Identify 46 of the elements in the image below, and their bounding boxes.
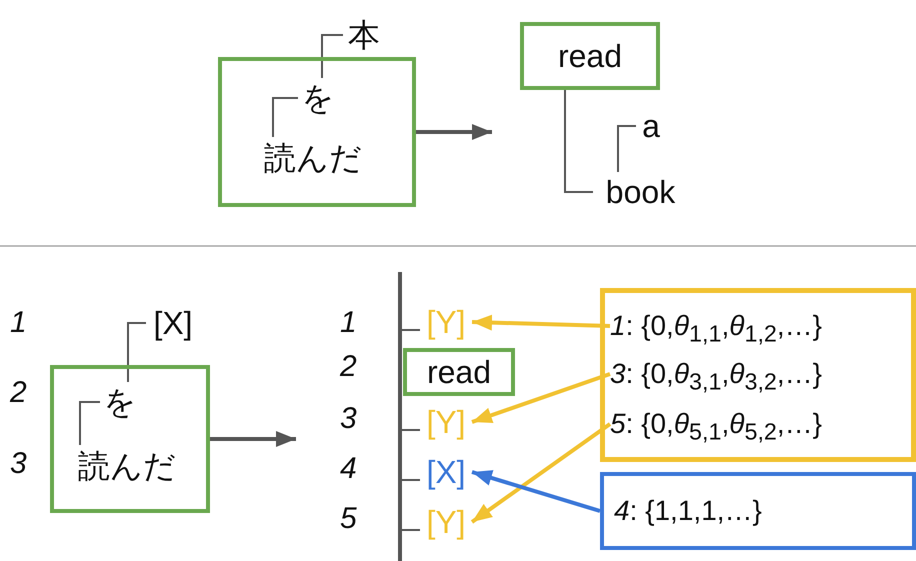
tree-spine xyxy=(398,272,402,561)
weight-list: 1: {0,θ$_{1,1}$,θ$_{1,2}$,…} xyxy=(610,304,910,348)
phrase-box xyxy=(218,57,416,207)
word: 読んだ xyxy=(66,445,188,487)
line-number: 2 xyxy=(340,350,357,384)
weight-list: 3: {0,θ$_{3,1}$,θ$_{3,2}$,…} xyxy=(610,352,910,396)
tree-line xyxy=(127,322,146,382)
phrase-box xyxy=(50,365,210,513)
line-number: 3 xyxy=(10,447,27,481)
arrow xyxy=(416,124,492,140)
line-number: 1 xyxy=(10,306,27,340)
arrow xyxy=(471,470,601,513)
word: を xyxy=(100,382,140,422)
slot: [Y] xyxy=(420,302,472,342)
tree-line xyxy=(272,97,298,137)
word: 読んだ xyxy=(252,137,374,179)
line-number: 5 xyxy=(340,502,357,536)
tree-line xyxy=(402,429,420,431)
word: [X] xyxy=(146,303,200,343)
slot: [Y] xyxy=(420,502,472,542)
word: a xyxy=(636,108,666,144)
tree-line xyxy=(402,329,420,331)
tree-line xyxy=(564,90,593,193)
slot: [X] xyxy=(420,452,472,492)
tree-line xyxy=(617,125,636,172)
arrow xyxy=(470,422,612,524)
line-number: 4 xyxy=(340,452,357,486)
line-number: 3 xyxy=(340,402,357,436)
weight-panel: 4: {1,1,1,…} xyxy=(600,472,916,550)
line-number: 1 xyxy=(340,306,357,340)
tree-line xyxy=(79,401,100,445)
arrow xyxy=(472,314,610,331)
slot: [Y] xyxy=(420,402,472,442)
arrow xyxy=(471,372,611,424)
weight-list: 5: {0,θ$_{5,1}$,θ$_{5,2}$,…} xyxy=(610,402,910,446)
word: 本 xyxy=(343,16,385,54)
line-number: 2 xyxy=(10,376,27,410)
word: を xyxy=(298,78,338,118)
tree-line xyxy=(321,34,343,78)
tree-line xyxy=(402,529,420,531)
word-box: read xyxy=(520,22,660,90)
word-box: read xyxy=(403,348,515,396)
weight-panel xyxy=(600,288,916,462)
arrow xyxy=(210,431,296,447)
word: book xyxy=(593,172,688,212)
tree-line xyxy=(402,479,420,481)
